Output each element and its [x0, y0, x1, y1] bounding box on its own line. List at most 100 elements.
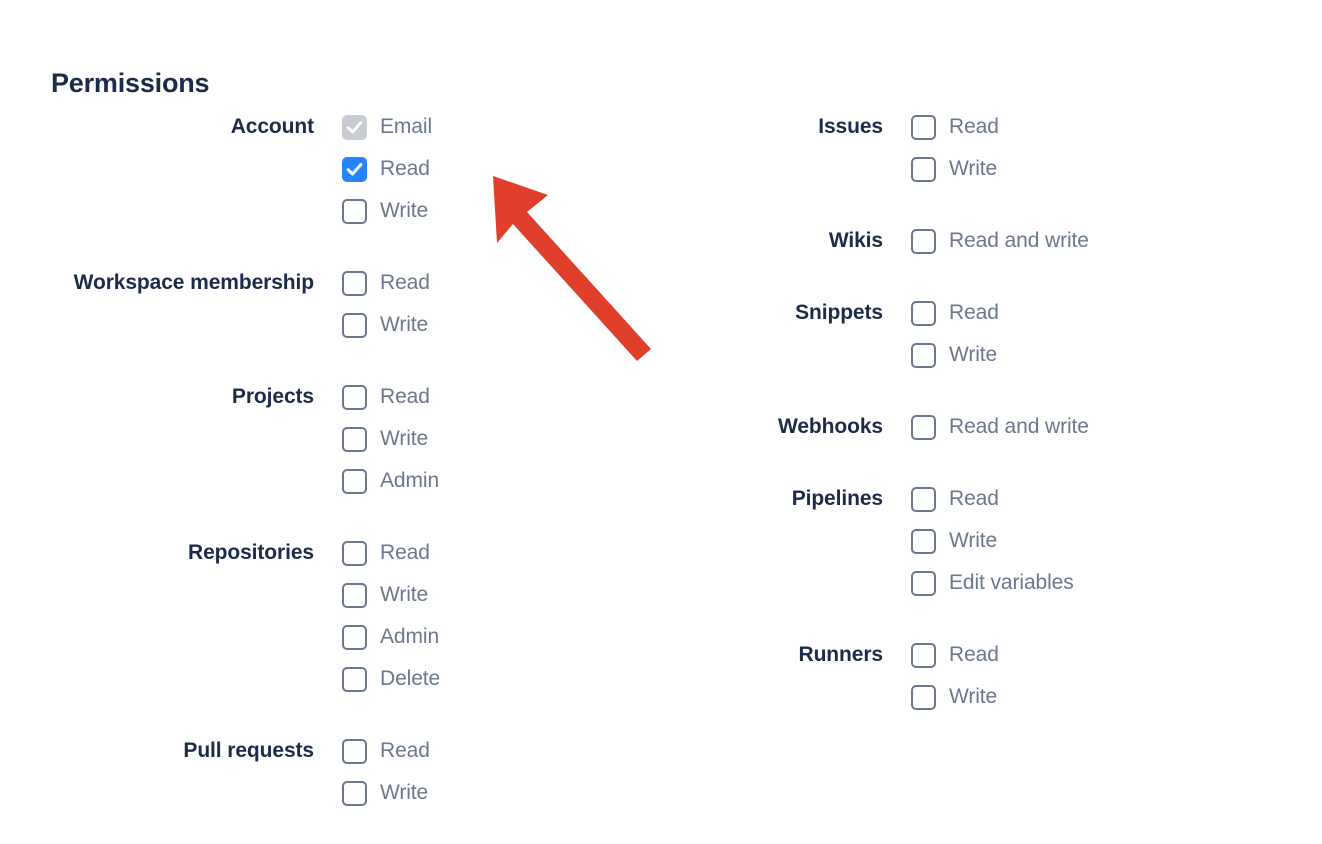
permission-option-row[interactable]: Write [342, 772, 660, 814]
permission-group-webhooks: Webhooks Read and write [569, 406, 1229, 448]
checkbox-right-0-write[interactable] [911, 156, 936, 182]
permission-group-label: Pipelines [791, 487, 883, 510]
permission-option-label: Read [380, 157, 430, 180]
permission-option-label: Write [949, 685, 998, 708]
permission-option-label: Write [380, 199, 429, 222]
permission-option-row[interactable]: Read and write [911, 220, 1229, 262]
permission-option-label: Read [949, 487, 999, 510]
checkbox-right-4-read[interactable] [911, 486, 936, 512]
permission-group-wikis: Wikis Read and write [569, 220, 1229, 262]
permission-group-label: Webhooks [778, 415, 883, 438]
permission-option-row[interactable]: Write [911, 148, 1229, 190]
checkbox-right-2-read[interactable] [911, 300, 936, 326]
permission-option-label: Read and write [949, 229, 1089, 252]
permission-group-label: Account [230, 115, 314, 138]
permission-option-list: Read and write [911, 220, 1229, 262]
permission-group-label: Wikis [828, 229, 883, 252]
permission-option-row[interactable]: Read [911, 478, 1229, 520]
permission-option-row[interactable]: Write [342, 304, 660, 346]
permission-option-label: Read [380, 541, 430, 564]
checkbox-left-1-write[interactable] [342, 312, 367, 338]
checkbox-right-2-write[interactable] [911, 342, 936, 368]
permission-option-row[interactable]: Read [342, 730, 660, 772]
check-icon [346, 120, 363, 133]
checkbox-left-4-read[interactable] [342, 738, 367, 764]
permission-option-label: Write [380, 781, 429, 804]
checkbox-left-4-write[interactable] [342, 780, 367, 806]
page-title: Permissions [51, 68, 210, 99]
permission-option-label: Delete [380, 667, 441, 690]
permission-group-label: Pull requests [183, 739, 314, 762]
checkbox-right-0-read[interactable] [911, 114, 936, 140]
checkbox-left-2-write[interactable] [342, 426, 367, 452]
checkbox-left-0-read[interactable] [342, 156, 367, 182]
permission-option-row: Email [342, 106, 660, 148]
permission-option-row[interactable]: Read [911, 292, 1229, 334]
checkbox-left-2-read[interactable] [342, 384, 367, 410]
permission-option-row[interactable]: Write [911, 334, 1229, 376]
checkbox-left-3-write[interactable] [342, 582, 367, 608]
permission-group-label: Repositories [188, 541, 314, 564]
checkbox-left-3-admin[interactable] [342, 624, 367, 650]
permission-option-row[interactable]: Delete [342, 658, 660, 700]
permission-option-row[interactable]: Edit variables [911, 562, 1229, 604]
permission-option-row[interactable]: Read [342, 532, 660, 574]
checkbox-right-5-read[interactable] [911, 642, 936, 668]
permission-option-row[interactable]: Write [342, 418, 660, 460]
permission-option-row[interactable]: Admin [342, 460, 660, 502]
permission-option-label: Write [380, 583, 429, 606]
permission-group-label: Issues [818, 115, 883, 138]
checkbox-right-4-edit-variables[interactable] [911, 570, 936, 596]
permission-group-label: Snippets [795, 301, 883, 324]
permission-option-row[interactable]: Read [342, 148, 660, 190]
permission-option-row[interactable]: Write [911, 676, 1229, 718]
permission-group-label: Runners [798, 643, 884, 666]
checkbox-left-3-read[interactable] [342, 540, 367, 566]
permission-option-list: Read and write [911, 406, 1229, 448]
permission-option-row[interactable]: Read [342, 262, 660, 304]
permission-option-row[interactable]: Read [342, 376, 660, 418]
permission-option-row[interactable]: Write [342, 190, 660, 232]
permission-option-label: Read and write [949, 415, 1089, 438]
permission-option-label: Admin [380, 469, 440, 492]
permission-option-label: Read [949, 643, 999, 666]
checkbox-right-3-read-and-write[interactable] [911, 414, 936, 440]
permission-group-label: Workspace membership [73, 271, 314, 294]
checkbox-left-2-admin[interactable] [342, 468, 367, 494]
checkbox-right-5-write[interactable] [911, 684, 936, 710]
permission-option-label: Write [380, 313, 429, 336]
permission-option-label: Read [949, 301, 999, 324]
checkbox-left-3-delete[interactable] [342, 666, 367, 692]
checkbox-right-1-read-and-write[interactable] [911, 228, 936, 254]
permission-option-row[interactable]: Read [911, 634, 1229, 676]
permission-option-row[interactable]: Write [342, 574, 660, 616]
checkbox-left-1-read[interactable] [342, 270, 367, 296]
permission-option-row[interactable]: Read [911, 106, 1229, 148]
check-icon [346, 162, 363, 175]
permission-option-row[interactable]: Admin [342, 616, 660, 658]
permission-option-label: Write [949, 343, 998, 366]
permission-option-label: Admin [380, 625, 440, 648]
permission-option-label: Read [380, 739, 430, 762]
permission-option-row[interactable]: Read and write [911, 406, 1229, 448]
permission-option-row[interactable]: Write [911, 520, 1229, 562]
checkbox-right-4-write[interactable] [911, 528, 936, 554]
checkbox-left-0-write[interactable] [342, 198, 367, 224]
permission-option-label: Read [949, 115, 999, 138]
